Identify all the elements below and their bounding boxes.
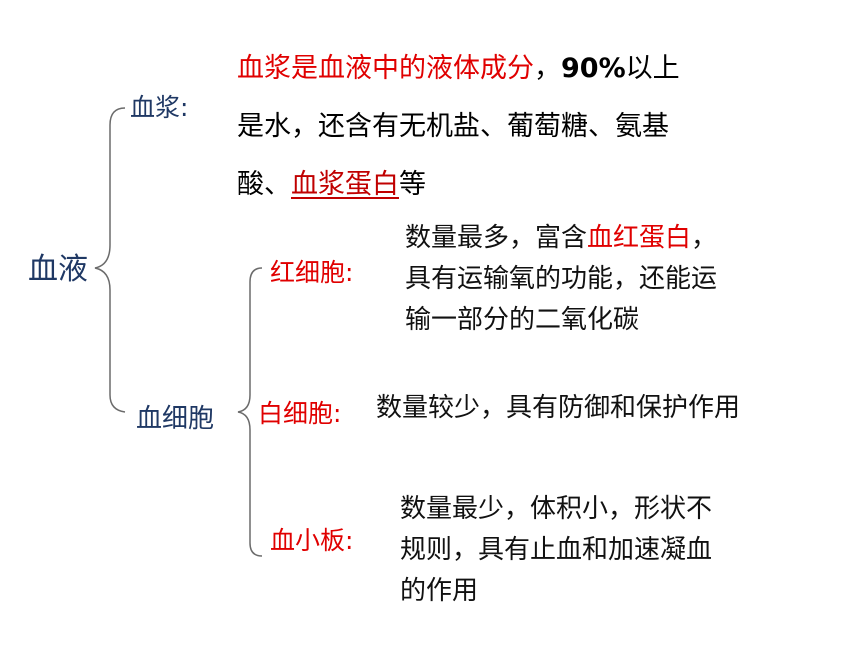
rbc-hemoglobin: 血红蛋白 [587,223,692,253]
plasma-comma: ， [534,53,561,84]
plasma-desc-line2: 是水，还含有无机盐、葡萄糖、氨基 [237,111,669,142]
plasma-line3-tail: 等 [399,169,426,200]
plasma-label: 血浆: [130,93,189,122]
plasma-percent: 90% [561,53,626,84]
plasma-desc-line3: 酸、血浆蛋白等 [237,168,426,202]
wbc-label: 白细胞: [258,399,342,428]
cells-bracket [237,267,263,557]
plasma-definition: 血浆是血液中的液体成分 [237,53,534,84]
platelet-line3: 的作用 [400,576,479,606]
cells-label: 血细胞 [136,404,215,434]
wbc-desc: 数量较少，具有防御和保护作用 [376,393,741,423]
main-bracket [94,107,126,413]
plasma-desc-line1: 血浆是血液中的液体成分，90%以上 [237,52,680,86]
rbc-line3: 输一部分的二氧化碳 [405,305,640,335]
root-label: 血液 [28,252,88,287]
platelet-label: 血小板: [270,526,354,555]
rbc-label: 红细胞: [270,258,354,287]
rbc-line1-head: 数量最多，富含 [405,223,588,253]
plasma-protein: 血浆蛋白 [291,169,399,200]
rbc-line2: 具有运输氧的功能，还能运 [405,264,718,294]
rbc-line1: 数量最多，富含血红蛋白， [405,222,717,254]
rbc-line1-tail: ， [691,223,718,253]
platelet-line2: 规则，具有止血和加速凝血 [400,535,713,565]
plasma-line3-head: 酸、 [237,169,291,200]
plasma-line1-tail: 以上 [625,53,680,84]
platelet-line1: 数量最少，体积小，形状不 [400,494,713,524]
